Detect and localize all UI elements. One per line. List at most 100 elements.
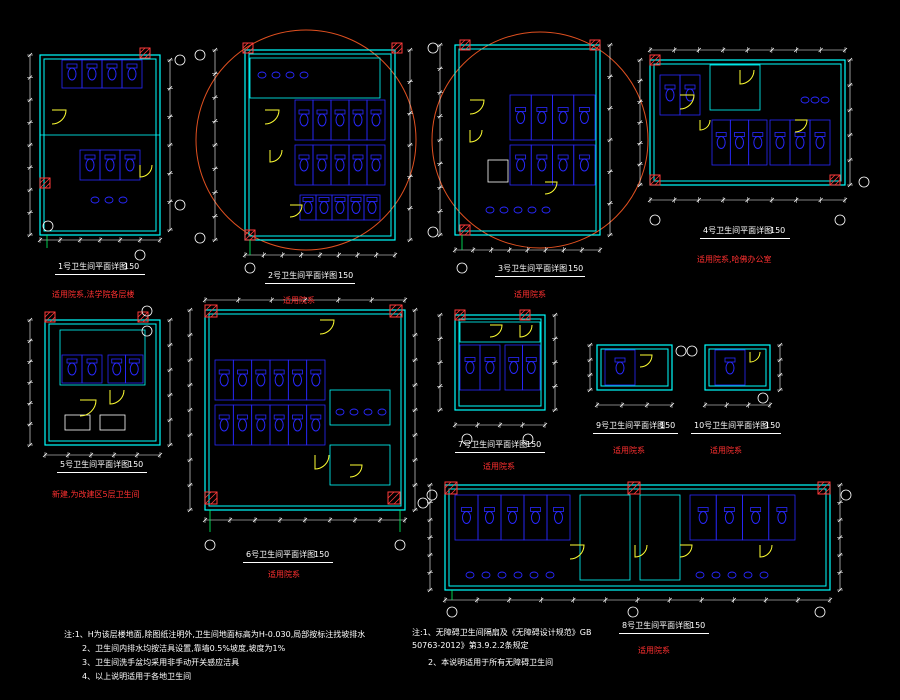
toilet-fixture (516, 158, 526, 172)
toilet-fixture (105, 158, 115, 172)
toilet-fixture (85, 158, 95, 172)
sink-fixture (759, 571, 769, 579)
toilet-fixture (558, 158, 568, 172)
plan-scale-5: 150 (128, 460, 144, 469)
toilet-tank (111, 358, 123, 364)
plan10-stall (714, 349, 746, 386)
door-swing (739, 69, 755, 85)
column-hatch (649, 174, 661, 186)
toilet-fixture (815, 136, 825, 149)
toilet-tank (557, 107, 569, 112)
sink-fixture (497, 571, 507, 579)
toilet-tank (334, 197, 346, 202)
stall-partition (363, 194, 381, 221)
plan8-wall-inner (448, 488, 827, 587)
door-swing (759, 544, 773, 558)
plan8-wall-outer (444, 484, 831, 591)
stall-partition (546, 494, 571, 541)
plan-title-8: 8号卫生间平面详图 (622, 621, 692, 630)
column-hatch (244, 229, 251, 236)
axis-bubble (394, 539, 406, 551)
plan-title-4: 4号卫生间平面详图 (703, 226, 773, 235)
door-swing (544, 181, 558, 195)
column-hatch (654, 179, 661, 186)
toilet-fixture (256, 418, 266, 432)
toilet-fixture (531, 511, 540, 524)
axis-bubble (627, 606, 639, 618)
sink-fixture (349, 408, 359, 416)
stall-partition (573, 94, 596, 141)
axis-bubble (427, 42, 439, 54)
toilet-fixture (353, 158, 363, 172)
stall-partition (294, 99, 314, 141)
plan-title-9: 9号卫生间平面详图 (596, 421, 666, 430)
door-swing (634, 544, 648, 558)
column-hatch (627, 481, 641, 495)
door-swing (109, 389, 125, 405)
toilet-fixture (665, 88, 675, 102)
column-hatch (389, 304, 403, 318)
column-hatch (454, 309, 466, 321)
toilet-tank (515, 154, 527, 160)
column-hatch (519, 309, 526, 316)
toilet-fixture (299, 113, 309, 127)
sink-fixture (299, 71, 309, 79)
toilet-tank (734, 132, 745, 137)
door-swing (469, 99, 485, 115)
toilet-fixture (371, 113, 381, 127)
plan7-wall-outer (454, 314, 546, 411)
stall-partition (509, 94, 532, 141)
axis-bubble (174, 199, 186, 211)
stall-partition (306, 404, 326, 446)
toilet-tank (507, 507, 518, 512)
stall-partition (573, 144, 596, 186)
stall-partition (522, 344, 541, 391)
toilet-tank (697, 507, 709, 512)
stall-partition (232, 359, 253, 401)
sink-fixture (363, 408, 373, 416)
toilet-fixture (112, 362, 122, 376)
axis-bubble (42, 220, 54, 232)
toilet-fixture (87, 362, 97, 376)
column-hatch (44, 311, 56, 323)
general-note-2: 2、卫生间内排水均按洁具设置,靠墙0.5%坡度,坡度为1% (82, 644, 286, 653)
stall-partition (509, 144, 532, 186)
plan9-wall-outer (596, 344, 673, 391)
toilet-fixture (579, 111, 589, 124)
toilet-fixture (795, 136, 805, 149)
stall-partition (347, 194, 365, 221)
toilet-fixture (371, 158, 381, 172)
toilet-tank (578, 107, 590, 112)
toilet-tank (352, 109, 364, 115)
plan-scale-7: 150 (526, 440, 542, 449)
toilet-tank (536, 154, 548, 160)
toilet-tank (508, 357, 520, 362)
column-hatch (391, 42, 403, 54)
stall-partition (348, 99, 368, 141)
toilet-fixture (125, 158, 135, 172)
plan-title-2: 2号卫生间平面详图 (268, 271, 338, 280)
toilet-tank (794, 132, 806, 137)
toilet-fixture (716, 136, 726, 149)
toilet-fixture (299, 158, 309, 172)
accessibility-note-2: 2、本说明适用于所有无障碍卫生间 (428, 658, 554, 667)
stall-partition (287, 359, 308, 401)
door-swing (489, 324, 503, 338)
title-underline (593, 433, 678, 434)
sink-fixture (545, 571, 555, 579)
toilet-tank (684, 84, 696, 90)
toilet-fixture (753, 136, 763, 149)
column-hatch (204, 304, 212, 312)
axis-bubble (446, 606, 458, 618)
stall-partition (769, 119, 791, 166)
column-hatch (627, 481, 635, 489)
sink-fixture (695, 571, 705, 579)
door-swing (139, 164, 153, 178)
plan-title-10: 10号卫生间平面详图 (694, 421, 769, 430)
stall-partition (299, 194, 317, 221)
column-hatch (137, 311, 149, 323)
toilet-fixture (516, 111, 526, 124)
column-hatch (459, 39, 471, 51)
sink-fixture (810, 96, 820, 104)
